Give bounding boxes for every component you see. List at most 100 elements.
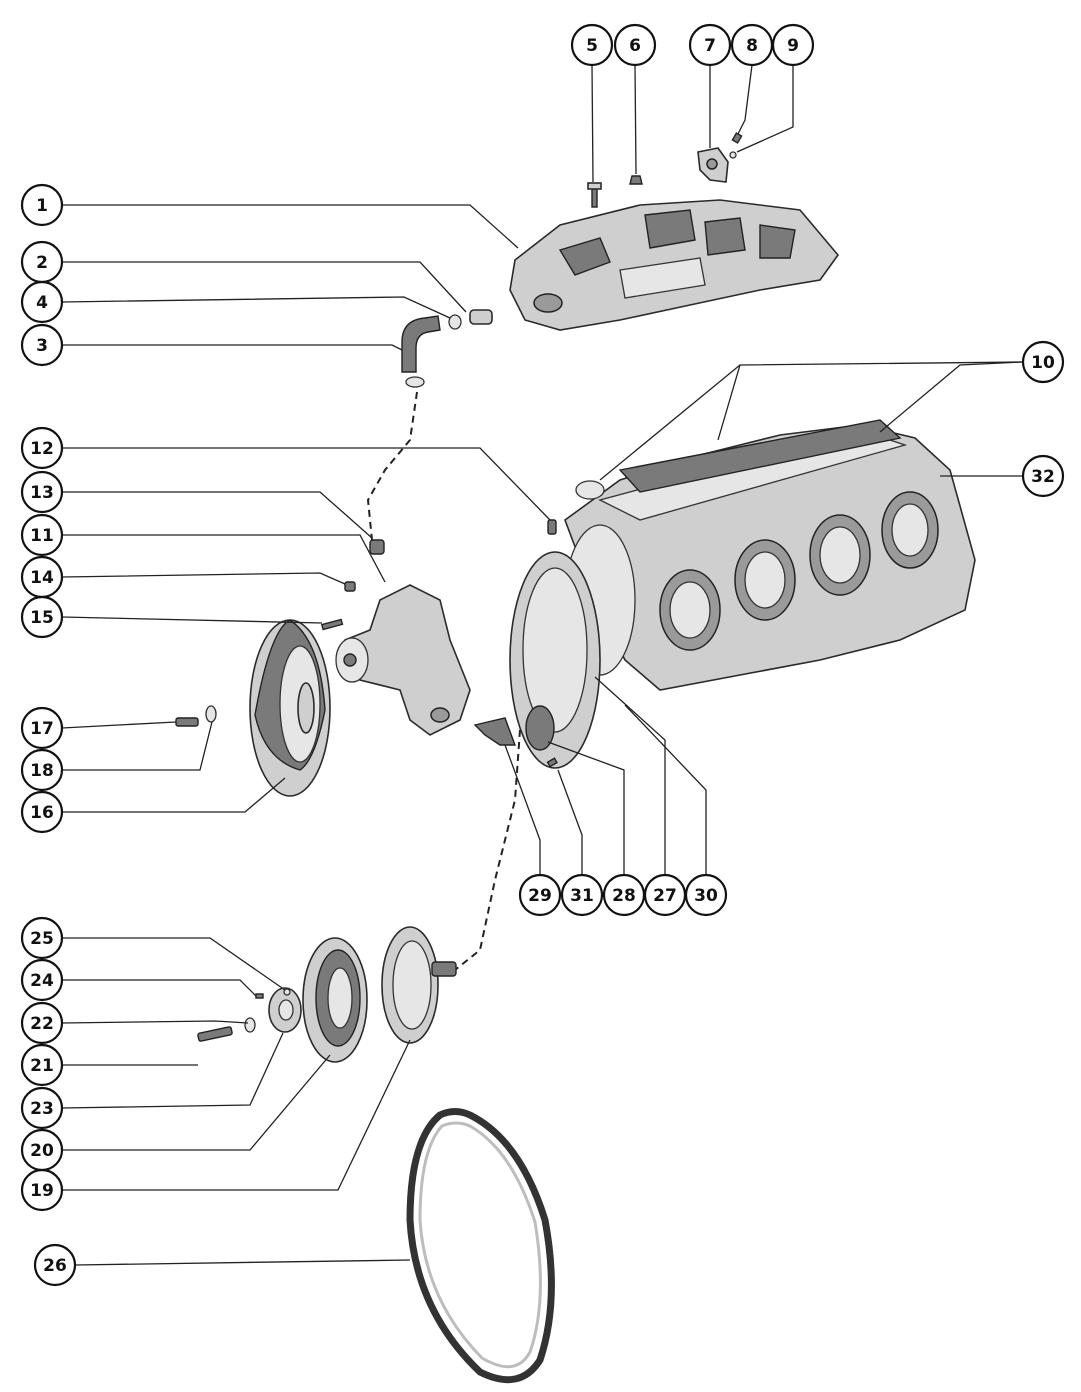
callout-25: 25 (20, 916, 64, 960)
callout-number: 27 (653, 886, 677, 906)
leader-line-4 (61, 296, 451, 319)
water-pump-pulley (249, 619, 331, 797)
callout-circle (1021, 454, 1065, 498)
thermostat-housing-bracket (697, 147, 729, 183)
callout-number: 4 (36, 293, 48, 313)
callout-number: 32 (1031, 467, 1055, 487)
callout-27: 27 (643, 873, 687, 917)
callout-13: 13 (20, 470, 64, 514)
callout-circle (688, 23, 732, 67)
leader-line-20 (62, 1054, 331, 1151)
callout-circle (20, 513, 64, 557)
callout-number: 7 (704, 36, 716, 56)
callout-4: 4 (20, 280, 64, 324)
callout-circle (20, 748, 64, 792)
leader-line-10 (599, 364, 741, 481)
callout-number: 23 (30, 1099, 54, 1119)
callout-22: 22 (20, 1001, 64, 1045)
callout-circle (1021, 340, 1065, 384)
callout-5: 5 (570, 23, 614, 67)
callout-circle (613, 23, 657, 67)
callout-number: 15 (30, 608, 54, 628)
callout-circle (20, 426, 64, 470)
leader-line-1 (62, 204, 519, 249)
callout-circle (20, 1043, 64, 1087)
pulley-bolt (175, 717, 199, 727)
leader-line-8 (737, 64, 753, 135)
leader-line-13 (62, 491, 373, 539)
crank-route-line (454, 729, 521, 971)
callout-number: 17 (30, 719, 54, 739)
callout-12: 12 (20, 426, 64, 470)
callout-2: 2 (20, 240, 64, 284)
leader-line-26 (74, 1259, 411, 1266)
callout-circle (33, 1243, 77, 1287)
callout-number: 20 (30, 1141, 54, 1161)
callout-17: 17 (20, 706, 64, 750)
callout-number: 31 (570, 886, 594, 906)
hose-clamp (405, 376, 425, 388)
callout-number: 8 (746, 36, 758, 56)
manifold-stud-nut (629, 175, 643, 185)
callout-circle (20, 790, 64, 834)
callout-7: 7 (688, 23, 732, 67)
callout-21: 21 (20, 1043, 64, 1087)
hose-route-line (366, 391, 418, 541)
callout-number: 9 (787, 36, 799, 56)
leader-line-16 (62, 777, 286, 813)
callout-number: 12 (30, 439, 54, 459)
callout-31: 31 (560, 873, 604, 917)
bracket-washer (729, 151, 737, 159)
callout-number: 3 (36, 336, 48, 356)
callout-number: 14 (30, 568, 54, 588)
balancer-bolt (197, 1026, 233, 1042)
callout-circle (20, 1128, 64, 1172)
timing-chain-cover (509, 551, 601, 769)
leader-line-3 (62, 344, 403, 351)
pulley-lockwasher (283, 988, 291, 996)
leader-line-19 (62, 1039, 411, 1191)
leader-line-23 (61, 1032, 284, 1109)
leader-line-12 (62, 447, 551, 521)
callout-circle (20, 958, 64, 1002)
leader-line-29 (504, 744, 541, 875)
crankshaft-oil-seal (525, 705, 555, 751)
callout-number: 6 (629, 36, 641, 56)
leader-line-5 (591, 64, 594, 183)
pipe-fitting (469, 309, 493, 325)
callout-number: 29 (528, 886, 552, 906)
callout-19: 19 (20, 1168, 64, 1212)
callout-circle (20, 706, 64, 750)
callout-6: 6 (613, 23, 657, 67)
callout-20: 20 (20, 1128, 64, 1172)
manifold-bolt (587, 182, 602, 208)
callout-circle (560, 873, 604, 917)
callout-14: 14 (20, 555, 64, 599)
callout-circle (20, 470, 64, 514)
leader-line-6 (634, 64, 637, 175)
callout-number: 24 (30, 971, 54, 991)
pulley-screw (255, 993, 264, 999)
callout-23: 23 (20, 1086, 64, 1130)
intake-manifold (509, 199, 840, 331)
timing-pointer-bracket (473, 717, 517, 746)
callout-circle (20, 280, 64, 324)
callout-32: 32 (1021, 454, 1065, 498)
callout-24: 24 (20, 958, 64, 1002)
callout-number: 2 (36, 253, 48, 273)
leader-line-18 (62, 721, 213, 771)
callout-16: 16 (20, 790, 64, 834)
leader-line-10 (879, 361, 1023, 433)
callout-18: 18 (20, 748, 64, 792)
fitting-washer (448, 314, 462, 330)
callout-number: 30 (694, 886, 718, 906)
callout-number: 5 (586, 36, 598, 56)
leader-line-22 (61, 1020, 249, 1024)
leader-line-9 (736, 65, 794, 153)
callout-3: 3 (20, 323, 64, 367)
cover-screw (546, 757, 558, 768)
callout-circle (20, 1001, 64, 1045)
callout-11: 11 (20, 513, 64, 557)
